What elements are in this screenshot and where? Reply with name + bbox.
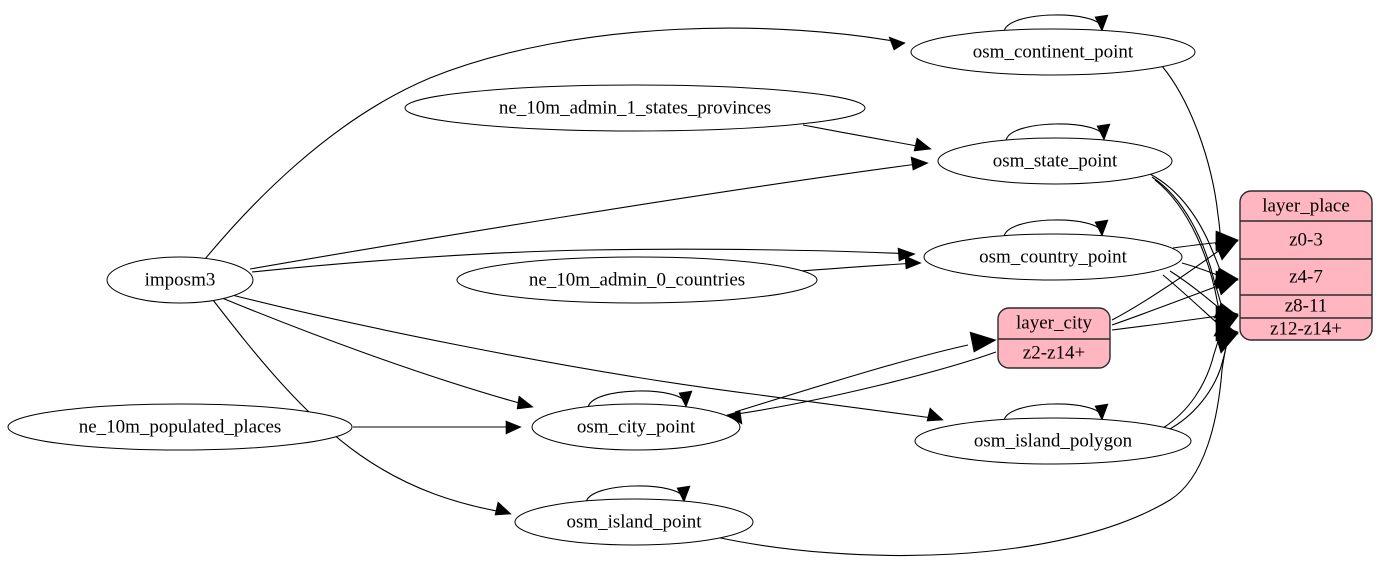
edge-layer_city-to-osm_city_point (729, 351, 997, 416)
arrowhead (910, 156, 929, 171)
edge-layer (204, 14, 1239, 557)
record-node-layer: layer_place z0-3 z4-7 z8-11 z12-z14+ lay… (997, 190, 1373, 369)
node-shape[interactable] (7, 403, 353, 451)
arrowhead (1094, 14, 1109, 32)
layer_city-row-z2-z14[interactable]: z2-z14+ (1023, 342, 1085, 363)
layer_place-row-z12-z14[interactable]: z12-z14+ (1270, 318, 1342, 339)
edge-osm_island_point-to-layer_place-z12-z14 (715, 337, 1229, 557)
arrowhead (1096, 123, 1111, 141)
arrowhead (969, 331, 997, 353)
node-label: osm_country_point (979, 246, 1127, 267)
edge-imposm3-to-osm_state_point (249, 162, 926, 270)
node-ne_10m_populated_places[interactable]: ne_10m_populated_places (7, 403, 353, 451)
edge-imposm3-to-osm_continent_point (204, 27, 906, 260)
node-shape[interactable] (937, 137, 1173, 185)
node-label: osm_state_point (993, 150, 1118, 171)
layer_place-row-z8-11[interactable]: z8-11 (1285, 295, 1328, 316)
layer_place-box[interactable] (1239, 190, 1373, 341)
edge-ne_10m_admin_0_countries-to-osm_country_point (799, 262, 919, 272)
node-label: ne_10m_populated_places (79, 416, 282, 437)
layer_city-box[interactable] (997, 307, 1111, 369)
node-shape[interactable] (914, 417, 1192, 465)
edge-imposm3-to-osm_island_point (212, 299, 509, 514)
arrowhead (904, 255, 922, 270)
layer_place-header-label: layer_place (1262, 195, 1350, 216)
node-ne_10m_admin_1_states_provinces[interactable]: ne_10m_admin_1_states_provinces (404, 84, 866, 132)
edge-imposm3-to-osm_city_point (221, 297, 531, 407)
node-osm_island_polygon[interactable]: osm_island_polygon (914, 417, 1192, 465)
node-shape[interactable] (910, 28, 1196, 76)
node-osm_state_point[interactable]: osm_state_point (937, 137, 1173, 185)
edge-osm_city_point-to-layer_city-z2-z14 (734, 344, 969, 413)
node-label: osm_city_point (577, 416, 696, 437)
edge-ne_10m_admin_1_states_provinces-to-osm_state_point (802, 124, 929, 149)
node-ne_10m_admin_0_countries[interactable]: ne_10m_admin_0_countries (456, 256, 818, 304)
record-node-layer_place[interactable]: layer_place z0-3 z4-7 z8-11 z12-z14+ (1239, 190, 1373, 341)
edge-imposm3-to-osm_island_polygon (227, 293, 941, 420)
arrowhead (1215, 332, 1239, 354)
node-label: ne_10m_admin_0_countries (529, 269, 745, 290)
node-osm_continent_point[interactable]: osm_continent_point (910, 28, 1196, 76)
node-shape[interactable] (106, 256, 254, 304)
layer_place-row-z4-7[interactable]: z4-7 (1289, 266, 1323, 287)
node-shape[interactable] (456, 256, 818, 304)
node-imposm3[interactable]: imposm3 (106, 256, 254, 304)
edge-osm_island_polygon-to-layer_place-z12-z14 (1167, 337, 1229, 431)
layer_city-header-label: layer_city (1016, 312, 1092, 333)
arrowhead (678, 390, 693, 408)
arrowhead (1094, 219, 1109, 237)
node-shape[interactable] (531, 403, 741, 451)
arrowhead (1094, 403, 1109, 421)
node-shape[interactable] (514, 498, 754, 546)
node-label: osm_island_point (566, 511, 702, 532)
arrowhead (516, 395, 534, 410)
node-shape[interactable] (923, 233, 1183, 281)
node-label: osm_continent_point (973, 41, 1134, 62)
arrowhead (1215, 277, 1239, 296)
node-osm_island_point[interactable]: osm_island_point (514, 498, 754, 546)
edge-layer_city-to-layer_place-z8-11 (1111, 314, 1227, 331)
arrowhead (926, 407, 944, 422)
node-shape[interactable] (404, 84, 866, 132)
node-label: imposm3 (145, 269, 216, 290)
arrowhead (1215, 306, 1239, 326)
arrowhead (1214, 239, 1239, 261)
edge-layer_city-to-layer_place-z4-7 (1111, 282, 1227, 326)
arrowhead (888, 36, 906, 51)
record-node-layer_city[interactable]: layer_city z2-z14+ (997, 307, 1111, 369)
arrowhead (505, 420, 522, 435)
layer_place-row-z0-3[interactable]: z0-3 (1289, 229, 1323, 250)
arrowhead (676, 485, 691, 503)
node-osm_city_point[interactable]: osm_city_point (531, 403, 741, 451)
node-osm_country_point[interactable]: osm_country_point (923, 233, 1183, 281)
edge-osm_continent_point-to-layer_place-z0-3 (1161, 65, 1222, 241)
node-layer: imposm3 ne_10m_admin_1_states_provinces … (7, 28, 1196, 546)
arrowhead (913, 137, 932, 152)
edge-imposm3-to-osm_country_point (251, 248, 913, 273)
edge-layer_city-to-layer_place-z0-3 (1111, 246, 1225, 321)
node-label: ne_10m_admin_1_states_provinces (499, 97, 771, 118)
arrowhead (494, 501, 512, 516)
node-label: osm_island_polygon (974, 430, 1133, 451)
